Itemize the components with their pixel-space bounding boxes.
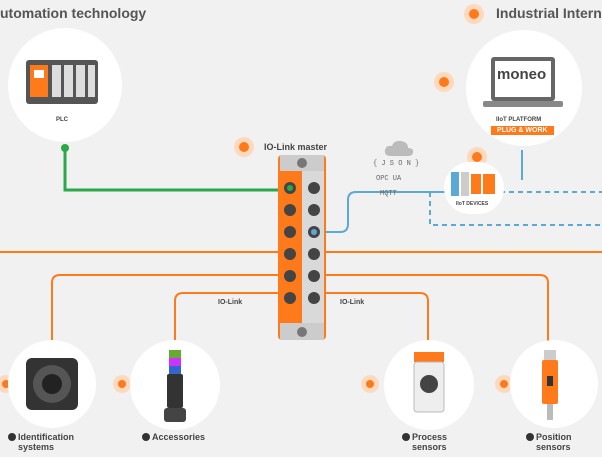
cloud-icon: [384, 140, 414, 156]
accessories-dot: [118, 380, 126, 388]
protocol-opcua: OPC UA: [376, 175, 402, 183]
wire-identification: [51, 274, 285, 352]
position-dot: [500, 380, 508, 388]
accessories-label: Accessories: [142, 432, 205, 442]
iolink-master-dot: [239, 142, 249, 152]
iiot-platform-dot: [439, 77, 449, 87]
protocol-json: { J S O N }: [373, 160, 420, 168]
iolink-master-title: IO-Link master: [264, 142, 328, 152]
info-icon: [8, 433, 16, 441]
plc-connector-dot: [61, 144, 69, 152]
identification-dot: [2, 380, 10, 388]
iiot-devices-dot: [472, 152, 482, 162]
info-icon: [142, 433, 150, 441]
plc-green-line: [63, 148, 290, 192]
process-sensor-icon: [413, 352, 445, 413]
automation-technology-header: utomation technology: [0, 5, 147, 21]
plug-work-tag: PLUG & WORK: [491, 126, 554, 135]
iolink-master-device: [278, 155, 326, 340]
accessories-device-icon: [164, 350, 186, 422]
industrial-internet-header: Industrial Intern: [496, 5, 602, 21]
process-dot: [366, 380, 374, 388]
wire-position: [320, 274, 549, 352]
plc-icon: [26, 60, 98, 104]
iolink-tag-right: IO-Link: [340, 299, 365, 306]
moneo-brand-text: moneo: [497, 66, 547, 83]
iiot-platform-label: IIoT PLATFORM: [496, 117, 542, 123]
protocol-mqtt: MQTT: [380, 190, 397, 198]
industrial-internet-dot: [469, 9, 479, 19]
info-icon: [526, 433, 534, 441]
blue-dashed-line-2: [429, 192, 602, 226]
position-sensor-icon: [542, 350, 558, 420]
laptop-icon: [483, 57, 563, 107]
identification-device-icon: [26, 358, 78, 410]
iolink-tag-left: IO-Link: [218, 299, 243, 306]
info-icon: [402, 433, 410, 441]
iiot-devices-label: IIoT DEVICES: [456, 201, 489, 207]
blue-iot-line: [312, 191, 450, 233]
wire-accessories: [174, 292, 285, 352]
wire-process: [320, 292, 429, 352]
plc-label: PLC: [56, 117, 68, 123]
iiot-devices-icon: [451, 172, 495, 196]
